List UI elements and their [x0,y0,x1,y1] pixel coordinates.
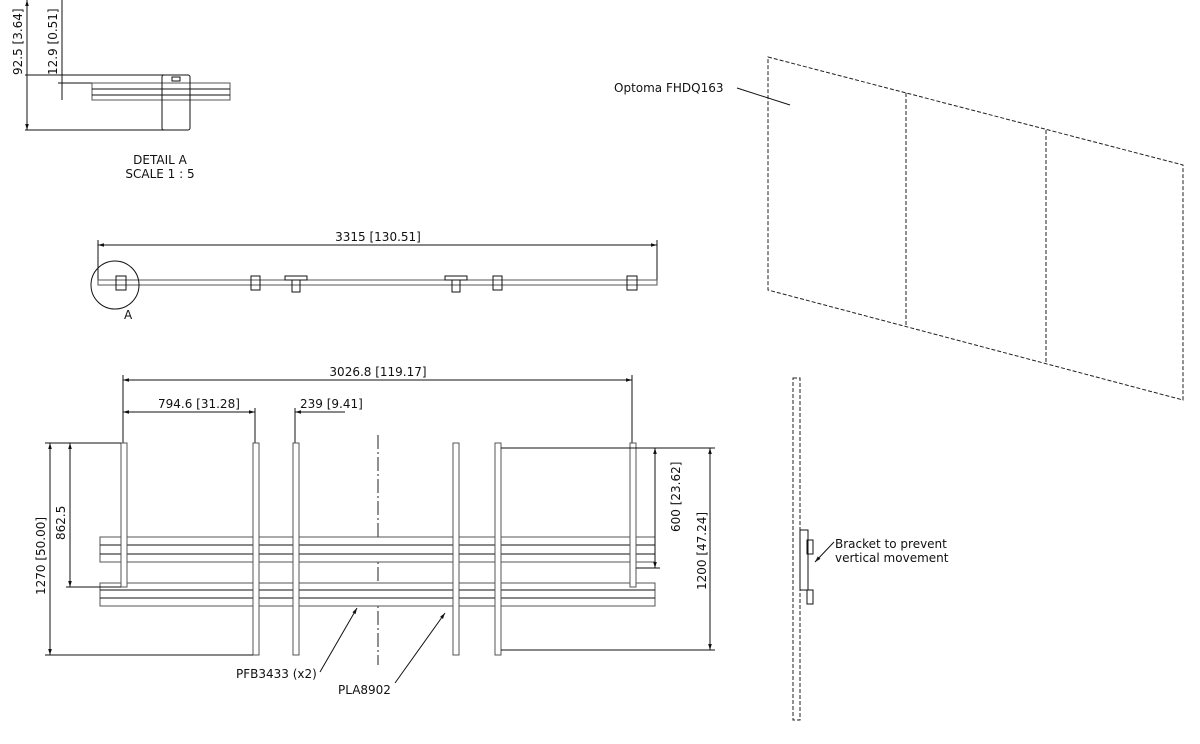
top-view: 3315 [130.51] A [90,230,658,322]
side-note-line2: vertical movement [835,551,949,565]
bracket-profiles [115,275,638,293]
label-bracket-part: PLA8902 [338,683,391,697]
dim-detail-offset: 12.9 [0.51] [46,8,60,75]
rail-upper [99,536,656,563]
detail-callout-label: A [124,308,133,322]
dim-width: 3026.8 [119.17] [329,365,426,379]
iso-view-display: Optoma FHDQ163 [614,56,1184,401]
dim-spacing: 794.6 [31.28] [158,397,240,411]
detail-a-view: 92.5 [3.64] 12.9 [0.51] DETAIL A SCALE 1… [11,0,231,181]
display-label: Optoma FHDQ163 [614,81,723,95]
front-view: 3026.8 [119.17] 794.6 [31.28] 239 [9.41] [34,365,715,697]
detail-a-callout-circle [90,260,140,310]
rail-lower [99,582,656,607]
dim-1200: 1200 [47.24] [695,512,709,590]
detail-a-title: DETAIL A [133,153,187,167]
dim-detail-overall: 92.5 [3.64] [11,8,25,75]
side-view: Bracket to prevent vertical movement [792,377,949,721]
dim-overall-length: 3315 [130.51] [335,230,421,244]
label-rail-part: PFB3433 (x2) [236,667,317,681]
dim-height-rail: 862.5 [54,506,68,540]
detail-a-scale: SCALE 1 : 5 [125,167,194,181]
dim-height-total: 1270 [50.00] [34,517,48,595]
vertical-straps [120,442,637,656]
dim-600: 600 [23.62] [669,462,683,532]
side-note-line1: Bracket to prevent [835,537,947,551]
dim-gap: 239 [9.41] [300,397,363,411]
